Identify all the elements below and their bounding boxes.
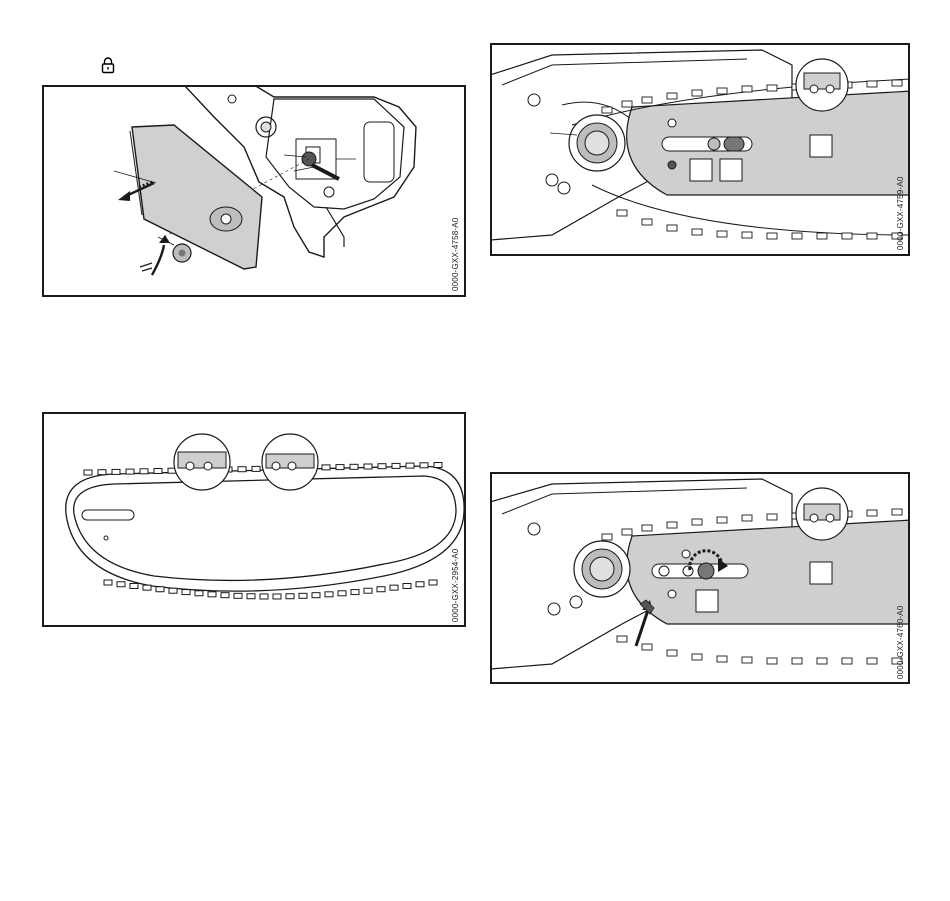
cover-removal-illustration xyxy=(44,87,466,297)
chain-tooth xyxy=(98,470,106,475)
chain-tooth xyxy=(286,594,294,599)
chain-tooth xyxy=(208,592,216,597)
figure-code: 0000-GXX-4760-A0 xyxy=(896,606,905,679)
chain-tooth xyxy=(322,465,330,470)
figure-chain-tensioning: 0000-GXX-4760-A0 xyxy=(490,472,910,684)
chain-tooth xyxy=(247,594,255,599)
chain-tensioning-illustration xyxy=(492,474,910,684)
chain-tooth xyxy=(156,587,164,592)
chain-bar-illustration xyxy=(44,414,466,627)
figure-code: 0000-GXX-4758-A0 xyxy=(451,218,460,291)
chain-tooth xyxy=(234,593,242,598)
chain-tooth xyxy=(378,464,386,469)
chain-tooth xyxy=(117,582,125,587)
chain-tooth xyxy=(169,588,177,593)
chain-tooth xyxy=(420,463,428,468)
chain-tooth xyxy=(238,467,246,472)
chain-tooth xyxy=(336,465,344,470)
chain-tooth xyxy=(338,591,346,596)
figure-cover-removal: 0000-GXX-4758-A0 xyxy=(42,85,466,297)
chain-tooth xyxy=(154,469,162,474)
chain-tooth xyxy=(434,463,442,468)
chain-tooth xyxy=(406,463,414,468)
chain-tooth xyxy=(221,593,229,598)
chain-tooth xyxy=(364,588,372,593)
chain-tooth xyxy=(429,580,437,585)
chain-tooth xyxy=(195,591,203,596)
chain-tooth xyxy=(325,592,333,597)
chain-tooth xyxy=(364,464,372,469)
chain-tooth xyxy=(112,469,120,474)
chain-tooth xyxy=(104,580,112,585)
figure-code: 0000-GXX-4759-A0 xyxy=(896,177,905,250)
chain-tooth xyxy=(390,585,398,590)
figure-code: 0000-GXX-2954-A0 xyxy=(451,549,460,622)
chain-tooth xyxy=(130,583,138,588)
bar-sprocket-illustration xyxy=(492,45,910,256)
chain-tooth xyxy=(273,594,281,599)
chain-tooth xyxy=(351,590,359,595)
chain-tooth xyxy=(140,469,148,474)
chain-tooth xyxy=(392,463,400,468)
chain-tooth xyxy=(126,469,134,474)
chain-tooth xyxy=(377,587,385,592)
chain-tooth xyxy=(312,593,320,598)
chain-tooth xyxy=(350,464,358,469)
figure-bar-sprocket: 0000-GXX-4759-A0 xyxy=(490,43,910,256)
chain-tooth xyxy=(299,593,307,598)
chain-tooth xyxy=(403,583,411,588)
chain-tooth xyxy=(416,582,424,587)
padlock-icon xyxy=(101,56,115,74)
chain-tooth xyxy=(252,466,260,471)
chain-tooth xyxy=(182,590,190,595)
chain-tooth xyxy=(143,585,151,590)
chain-tooth xyxy=(260,594,268,599)
figure-chain-bar: 0000-GXX-2954-A0 xyxy=(42,412,466,627)
chain-tooth xyxy=(84,470,92,475)
